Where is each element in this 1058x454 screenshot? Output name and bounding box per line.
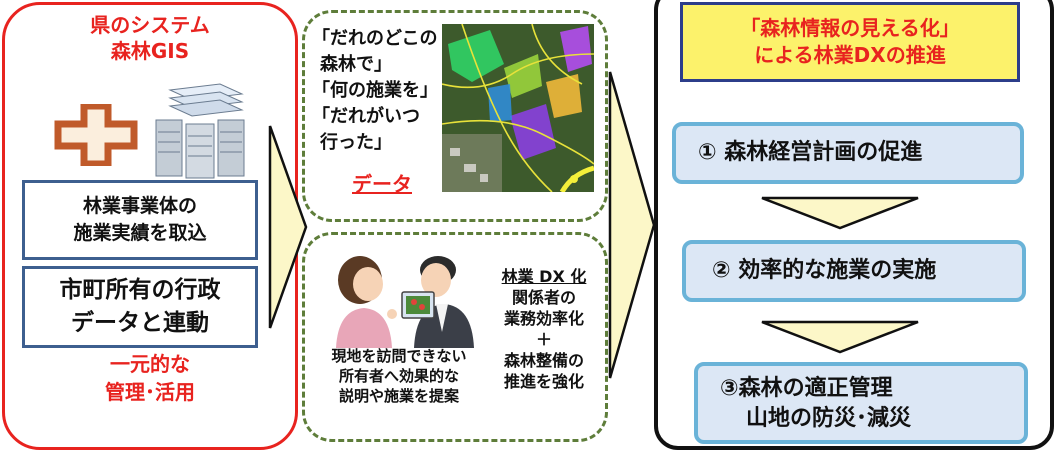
box1-line-1: 林業事業体の	[82, 195, 197, 217]
bottom-line-1: 一元的な	[110, 352, 190, 376]
bottom-line-2: 管理･活用	[105, 380, 195, 404]
municipal-data-box: 市町所有の行政 データと連動	[22, 266, 258, 348]
down-arrow-2	[761, 320, 919, 354]
people-tablet-illustration	[336, 256, 474, 348]
data-word: データ	[352, 172, 412, 196]
title-line-1: 県のシステム	[90, 13, 210, 37]
data-line-3: 「何の施業を」	[312, 80, 438, 101]
data-line-1: 「だれのどこの	[312, 28, 438, 49]
right-arrow-1	[268, 125, 308, 329]
down-arrow-1	[761, 196, 919, 230]
dx-line-1: 関係者の	[511, 288, 576, 307]
header-line-2: による林業DXの推進	[754, 43, 946, 67]
dx-effects-text: 林業 DX 化 関係者の 業務効率化 ＋ 森林整備の 推進を強化	[488, 266, 600, 392]
import-results-box: 林業事業体の 施業実績を取込	[22, 180, 258, 260]
forest-map-image	[442, 24, 594, 192]
data-line-5: 行った」	[320, 132, 392, 153]
step3-line-1: ③森林の適正管理	[720, 376, 893, 401]
title-line-2: 森林GIS	[110, 39, 190, 63]
data-line-2: 森林で」	[320, 54, 392, 75]
plus-cross-icon	[54, 104, 138, 166]
dx-title: 林業 DX 化	[501, 267, 587, 286]
caption-line-3: 説明や施業を提案	[338, 387, 459, 405]
unified-management-label: 一元的な 管理･活用	[40, 350, 260, 406]
caption-line-2: 所有者へ効果的な	[338, 367, 459, 385]
box1-line-2: 施業実績を取込	[73, 222, 207, 244]
forest-gis-title: 県のシステム 森林GIS	[40, 12, 260, 64]
server-database-icon	[155, 83, 245, 179]
dx-line-2: 業務効率化	[503, 309, 584, 328]
step-1-box: ① 森林経営計画の促進	[672, 122, 1024, 184]
data-line-4: 「だれがいつ	[312, 106, 420, 127]
dx-line-3: 森林整備の	[503, 351, 584, 370]
right-arrow-2	[608, 71, 656, 379]
step-2-box: ② 効率的な施業の実施	[682, 240, 1026, 302]
box2-line-1: 市町所有の行政	[59, 277, 221, 303]
dx-line-4: 推進を強化	[503, 372, 584, 391]
box2-line-2: データと連動	[71, 310, 209, 336]
header-line-1: 「森林情報の見える化」	[740, 16, 960, 40]
caption-line-1: 現地を訪問できない	[331, 347, 467, 365]
step-3-box: ③森林の適正管理 山地の防災･減災	[694, 362, 1028, 444]
dx-caption: 現地を訪問できない 所有者へ効果的な 説明や施業を提案	[306, 346, 492, 406]
step3-line-2: 山地の防災･減災	[746, 406, 912, 431]
dx-plus: ＋	[535, 330, 552, 349]
data-question-text: 「だれのどこの 森林で」 「何の施業を」 「だれがいつ 行った」	[312, 26, 452, 156]
dx-promotion-header: 「森林情報の見える化」 による林業DXの推進	[680, 2, 1020, 82]
